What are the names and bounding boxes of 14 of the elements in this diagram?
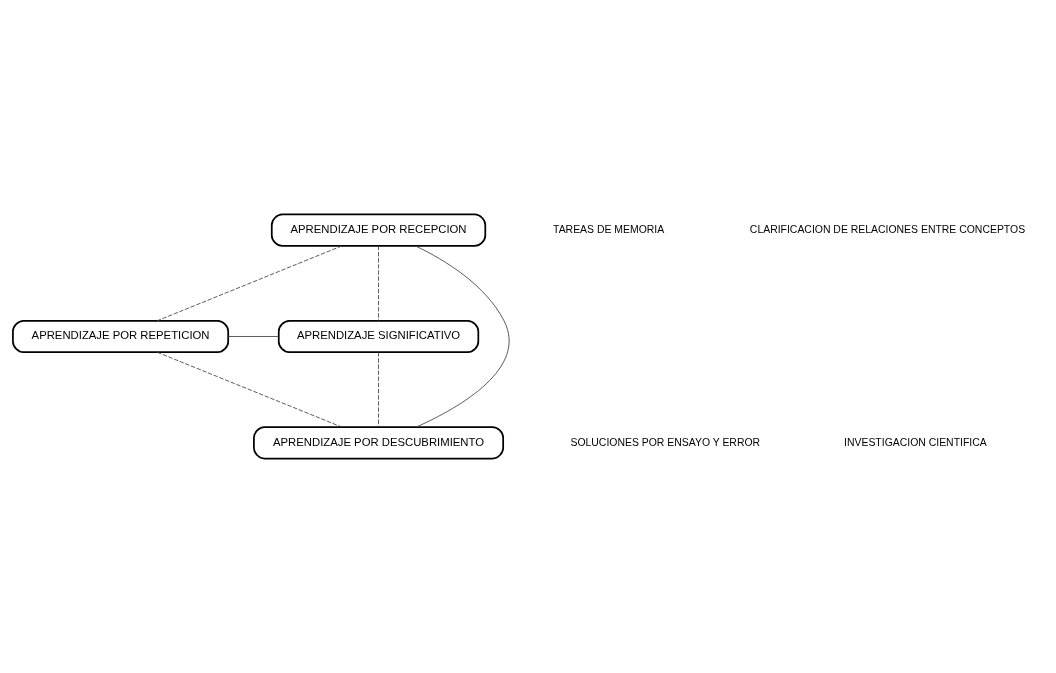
node-box: APRENDIZAJE SIGNIFICATIVO (277, 319, 480, 354)
connector (378, 351, 379, 428)
connector (227, 336, 279, 337)
node-box: APRENDIZAJE POR REPETICION (12, 319, 230, 354)
connector (415, 245, 510, 428)
node-box: APRENDIZAJE POR DESCUBRIMIENTO (253, 426, 505, 460)
connector (156, 245, 343, 322)
label: INVESTIGACION CIENTIFICA (844, 436, 987, 448)
label: TAREAS DE MEMORIA (553, 223, 665, 235)
connector (156, 351, 343, 428)
label: CLARIFICACION DE RELACIONES ENTRE CONCEPTOS (749, 223, 1026, 235)
connector (378, 245, 379, 322)
label: SOLUCIONES POR ENSAYO Y ERROR (570, 436, 761, 448)
node-box: APRENDIZAJE POR RECEPCION (270, 213, 487, 247)
